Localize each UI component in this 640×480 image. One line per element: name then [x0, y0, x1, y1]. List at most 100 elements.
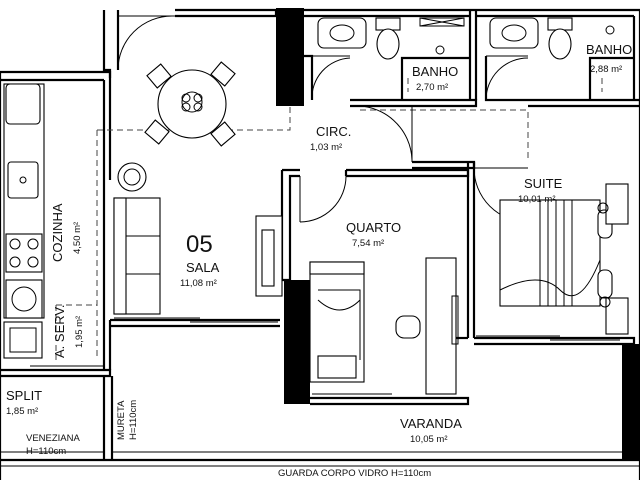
wall-kitchen-top: [0, 70, 112, 80]
bath1-window: [419, 17, 465, 27]
wall-split-top: [0, 368, 112, 378]
split-name: SPLIT: [6, 388, 42, 403]
washing-machine: [5, 279, 43, 319]
dashed-service: [55, 304, 97, 360]
tv-icon: [261, 229, 275, 287]
furniture: [3, 17, 629, 395]
table-flower-icon: [181, 91, 203, 113]
single-bed-headboard: [309, 261, 365, 275]
lamp-1-icon: [597, 202, 609, 214]
banho2-name: BANHO: [586, 42, 632, 57]
bath2-door-swing: [485, 57, 529, 101]
wardrobe-desk: [425, 257, 457, 395]
doors: [30, 15, 620, 399]
dining-table: [157, 69, 227, 139]
bath2-shower-drain-icon: [605, 25, 615, 35]
column-right: [622, 344, 640, 460]
labels: 05 SALA 11,08 m² CIRC. 1,03 m² QUARTO 7,…: [6, 42, 632, 479]
sala-sliding-door: [114, 317, 278, 323]
plant-pot: [117, 162, 147, 192]
dashed-circ: [360, 109, 529, 162]
bath2-toilet-tank: [547, 17, 573, 31]
chair-2: [210, 61, 236, 87]
kitchen-sink: [7, 161, 39, 199]
chair-3: [144, 119, 170, 145]
banho1-area: 2,70 m²: [416, 82, 448, 93]
lamp-2-icon: [599, 296, 611, 308]
column-top: [276, 8, 304, 106]
unit-number: 05: [186, 231, 213, 258]
cozinha-name: COZINHA: [50, 203, 65, 262]
wall-bath2-bottom: [528, 98, 640, 108]
mureta-label: MURETA: [116, 400, 127, 440]
chair-1: [146, 63, 172, 89]
quarto-area: 7,54 m²: [352, 238, 384, 249]
tank-basin: [9, 327, 37, 353]
quarto-door-swing: [299, 175, 347, 223]
wall-top-left: [102, 10, 112, 78]
wall-quarto-bottom: [310, 396, 470, 406]
varanda-name: VARANDA: [400, 416, 462, 431]
wall-quarto-left: [280, 170, 300, 282]
wall-circ-bottom: [412, 160, 476, 170]
circ-name: CIRC.: [316, 124, 351, 139]
suite-name: SUITE: [524, 176, 563, 191]
bath2-toilet: [548, 28, 572, 60]
bath2-sink: [489, 17, 539, 49]
circ-door-swing: [351, 105, 413, 161]
bath1-toilet: [376, 28, 400, 60]
sink-drain-icon: [19, 176, 27, 184]
desk-chair: [395, 315, 421, 339]
single-bed-sheet: [317, 289, 361, 360]
wall-bath2-shower: [588, 56, 634, 100]
wall-bath1-shower: [400, 56, 470, 100]
dashed-bath: [407, 78, 603, 92]
bed-sheet-fold: [499, 259, 601, 297]
walls: [0, 8, 640, 480]
bath1-door-swing: [311, 57, 351, 101]
sala-area: 11,08 m²: [180, 278, 217, 289]
sala-name: SALA: [186, 260, 220, 275]
column-middle: [284, 280, 310, 404]
plant-icon: [123, 168, 141, 186]
bed-cover-lines: [539, 200, 573, 306]
wall-bath1-left: [304, 54, 314, 100]
mureta-height: H=110cm: [128, 400, 139, 440]
desk-lamp: [451, 295, 459, 345]
pillow-2: [597, 269, 613, 299]
veneziana-height: H=110cm: [26, 446, 66, 457]
banho2-area: 2,88 m²: [590, 64, 622, 75]
veneziana-label: VENEZIANA: [26, 433, 81, 444]
sofa-cushions: [126, 235, 160, 275]
suite-sliding-door: [476, 335, 620, 341]
quarto-sliding-door: [312, 393, 466, 399]
wall-quarto-top: [346, 168, 470, 178]
cozinha-area: 4,50 m²: [72, 222, 83, 254]
chair-4: [210, 121, 236, 147]
wall-sala-top: [175, 8, 278, 18]
fridge: [5, 83, 41, 125]
banho1-name: BANHO: [412, 64, 458, 79]
entry-door-swing: [117, 15, 173, 71]
bath1-toilet-tank: [375, 17, 401, 31]
bath1-sink: [317, 17, 367, 49]
suite-area: 10,01 m²: [518, 194, 556, 205]
nightstand-2: [605, 297, 629, 335]
varanda-area: 10,05 m²: [410, 434, 448, 445]
aserv-name: A. SERV.: [52, 305, 67, 358]
wall-bath1-bottom: [350, 98, 478, 108]
double-bed: [499, 199, 601, 307]
split-area: 1,85 m²: [6, 406, 38, 417]
aserv-area: 1,95 m²: [74, 316, 85, 348]
sofa-back: [113, 197, 127, 315]
bath1-shower-drain-icon: [435, 45, 445, 55]
circ-area: 1,03 m²: [310, 142, 342, 153]
cooktop: [5, 233, 43, 273]
quarto-name: QUARTO: [346, 220, 401, 235]
nightstand-1: [605, 183, 629, 225]
wall-suite-bottom: [474, 336, 636, 346]
guarda-corpo-label: GUARDA CORPO VIDRO H=110cm: [278, 468, 431, 479]
washer-drum-icon: [11, 286, 37, 312]
single-bed-pillow: [317, 355, 357, 379]
